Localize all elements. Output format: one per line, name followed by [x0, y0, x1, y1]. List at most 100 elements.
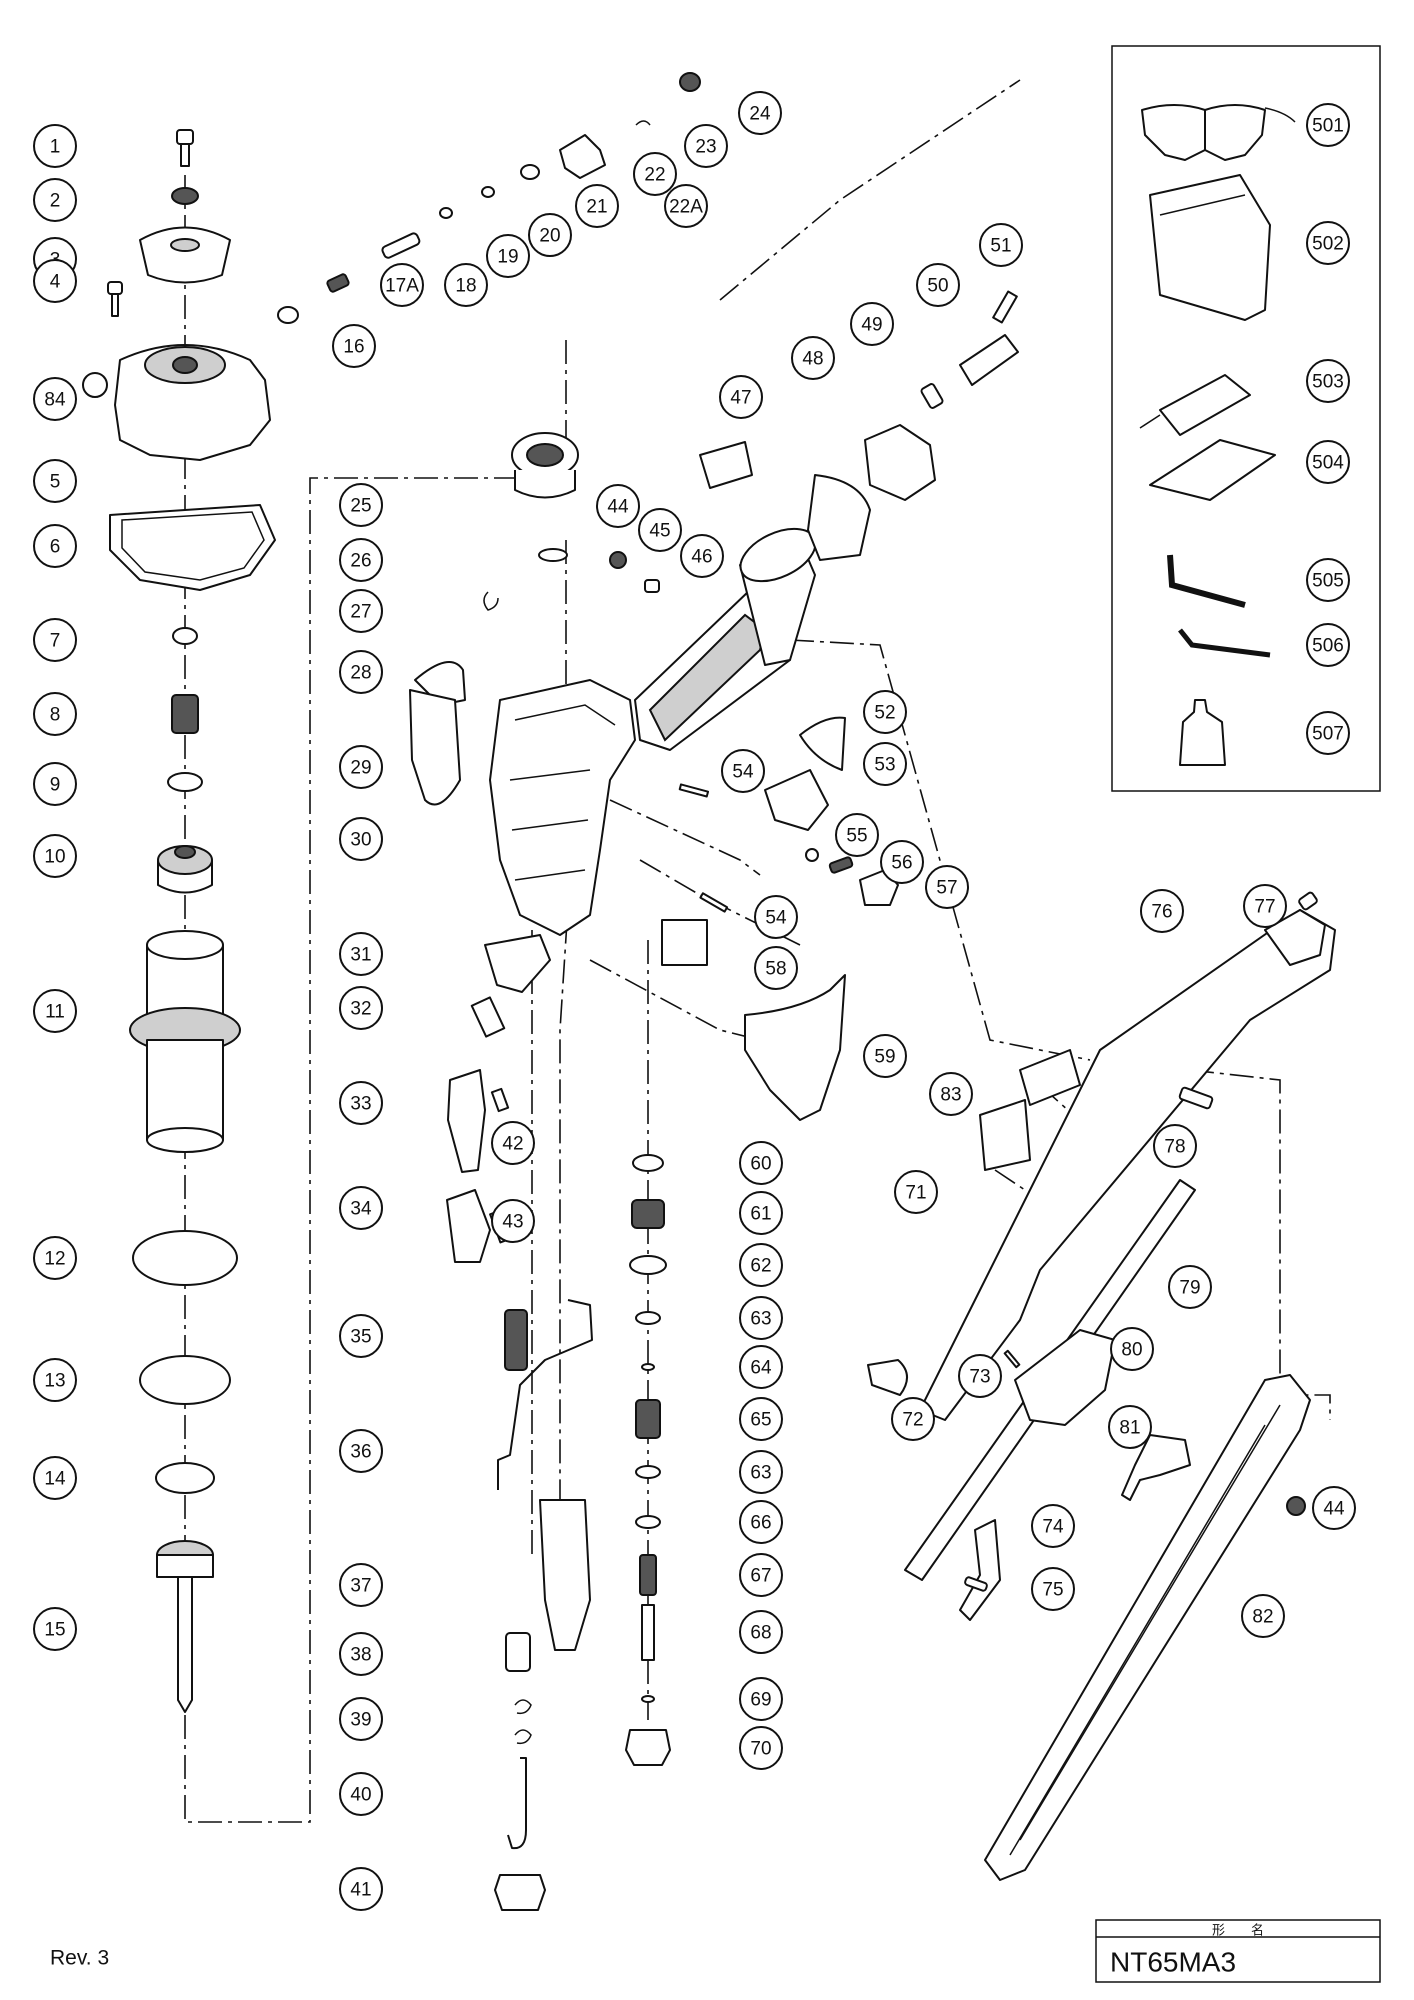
- part-callout-9: 9: [33, 762, 77, 806]
- part-number-label: 25: [350, 496, 371, 517]
- part-callout-57: 57: [925, 865, 969, 909]
- part-number-label: 51: [990, 236, 1011, 257]
- part-number-label: 16: [343, 337, 364, 358]
- part-number-label: 11: [45, 1002, 65, 1023]
- part-number-label: 82: [1252, 1607, 1273, 1628]
- part-number-label: 45: [649, 521, 670, 542]
- part-number-label: 7: [50, 631, 61, 652]
- part-number-label: 507: [1312, 724, 1344, 745]
- callout-circle: [339, 650, 383, 694]
- part-callout-63: 63: [739, 1450, 783, 1494]
- callout-circle: [339, 1632, 383, 1676]
- part-number-label: 60: [750, 1154, 771, 1175]
- part-number-label: 44: [607, 497, 629, 518]
- part-number-label: 37: [350, 1576, 371, 1597]
- part-number-label: 63: [750, 1463, 771, 1484]
- part-callout-21: 21: [575, 184, 619, 228]
- part-number-label: 19: [497, 247, 518, 268]
- part-callout-58: 58: [754, 946, 798, 990]
- part-callout-11: 11: [33, 989, 77, 1033]
- part-number-label: 34: [350, 1199, 372, 1220]
- callout-circle: [739, 1450, 783, 1494]
- part-number-label: 67: [750, 1566, 771, 1587]
- part-callout-50: 50: [916, 263, 960, 307]
- part-number-label: 71: [905, 1183, 926, 1204]
- part-callout-66: 66: [739, 1500, 783, 1544]
- part-number-label: 84: [44, 390, 66, 411]
- part-number-label: 29: [350, 758, 371, 779]
- part-number-label: 20: [539, 226, 560, 247]
- callout-circle: [754, 895, 798, 939]
- part-callout-5: 5: [33, 459, 77, 503]
- callout-circle: [738, 91, 782, 135]
- callout-circle: [1031, 1567, 1075, 1611]
- callout-circle: [791, 336, 835, 380]
- callout-circle: [33, 692, 77, 736]
- part-callout-65: 65: [739, 1397, 783, 1441]
- part-number-label: 41: [350, 1880, 371, 1901]
- part-callout-36: 36: [339, 1429, 383, 1473]
- callout-circle: [339, 1186, 383, 1230]
- part-number-label: 72: [902, 1410, 923, 1431]
- part-callout-8: 8: [33, 692, 77, 736]
- part-callout-78: 78: [1153, 1124, 1197, 1168]
- callout-circle: [1306, 440, 1350, 484]
- part-callout-68: 68: [739, 1610, 783, 1654]
- part-callout-72: 72: [891, 1397, 935, 1441]
- part-number-label: 32: [350, 999, 371, 1020]
- part-callout-29: 29: [339, 745, 383, 789]
- part-number-label: 49: [861, 315, 882, 336]
- callout-circle: [719, 375, 763, 419]
- part-number-label: 68: [750, 1623, 771, 1644]
- part-number-label: 63: [750, 1309, 771, 1330]
- part-number-label: 44: [1323, 1499, 1345, 1520]
- callout-circle: [1153, 1124, 1197, 1168]
- part-callout-61: 61: [739, 1191, 783, 1235]
- part-number-label: 506: [1312, 636, 1344, 657]
- callout-circle: [1306, 103, 1350, 147]
- callout-circle: [33, 1236, 77, 1280]
- part-number-label: 81: [1119, 1418, 1140, 1439]
- part-number-label: 77: [1254, 897, 1275, 918]
- part-number-label: 38: [350, 1645, 371, 1666]
- part-callout-63: 63: [739, 1296, 783, 1340]
- callout-circle: [891, 1397, 935, 1441]
- callout-circle: [863, 690, 907, 734]
- part-callout-84: 84: [33, 377, 77, 421]
- part-number-label: 83: [940, 1085, 961, 1106]
- part-number-label: 61: [750, 1204, 771, 1225]
- part-number-label: 52: [874, 703, 895, 724]
- part-callout-33: 33: [339, 1081, 383, 1125]
- part-callout-18: 18: [444, 263, 488, 307]
- part-number-label: 17A: [385, 276, 419, 297]
- part-callout-74: 74: [1031, 1504, 1075, 1548]
- part-callout-22A: 22A: [664, 184, 708, 228]
- callout-circle: [1306, 558, 1350, 602]
- callout-circle: [739, 1243, 783, 1287]
- callout-circle: [739, 1296, 783, 1340]
- part-callout-44: 44: [596, 484, 640, 528]
- part-number-label: 79: [1179, 1278, 1200, 1299]
- part-callout-503: 503: [1306, 359, 1350, 403]
- part-callout-52: 52: [863, 690, 907, 734]
- part-callout-22: 22: [633, 152, 677, 196]
- callout-circle: [339, 483, 383, 527]
- callout-circle: [739, 1677, 783, 1721]
- part-number-label: 27: [350, 602, 371, 623]
- part-number-label: 21: [586, 197, 607, 218]
- callout-circle: [491, 1199, 535, 1243]
- part-number-label: 22: [644, 165, 665, 186]
- callout-circle: [33, 834, 77, 878]
- callout-circle: [332, 324, 376, 368]
- title-block-header: 形 名: [1212, 1923, 1264, 1938]
- callout-circle: [380, 263, 424, 307]
- part-callouts: 123484567891011121314151617A181920212222…: [33, 91, 1356, 1911]
- callout-circle: [638, 508, 682, 552]
- callout-circle: [339, 986, 383, 1030]
- callout-circle: [444, 263, 488, 307]
- callout-circle: [33, 989, 77, 1033]
- callout-circle: [1168, 1265, 1212, 1309]
- callout-circle: [1312, 1486, 1356, 1530]
- part-number-label: 31: [350, 945, 371, 966]
- part-number-label: 54: [765, 908, 787, 929]
